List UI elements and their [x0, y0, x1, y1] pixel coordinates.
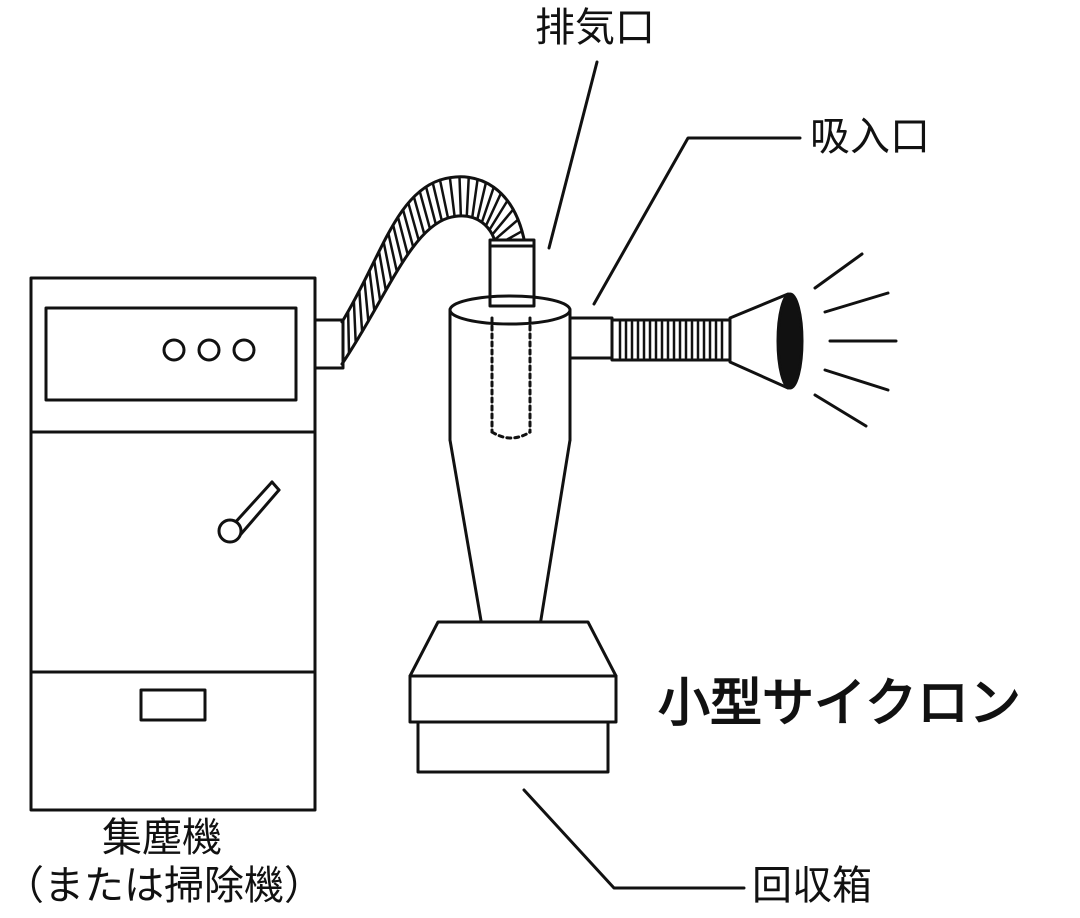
hose-rib [352, 300, 357, 344]
hose-rib [488, 199, 509, 232]
hose-rib [448, 176, 456, 218]
hose-rib [471, 178, 479, 219]
hose-rib [465, 176, 470, 218]
hose-rib [418, 190, 432, 230]
hose-rib [368, 269, 376, 312]
hose-rib [377, 250, 388, 292]
hose-rib [491, 208, 515, 236]
indicator-light-3 [232, 338, 256, 362]
hose-rib [438, 178, 450, 220]
label-dust-collector-alt: （または掃除機） [4, 863, 324, 909]
leader-exhaust [547, 60, 599, 250]
collector-outlet [313, 318, 345, 370]
hose-rib [431, 181, 444, 222]
dust-collector [29, 276, 345, 812]
hose-rib [346, 310, 351, 355]
door-handle-icon [217, 480, 281, 544]
leader-lines [522, 60, 802, 890]
hose-rib [363, 279, 370, 323]
leader-intake [592, 136, 802, 306]
label-intake-port: 吸入口 [810, 114, 930, 160]
label-cyclone-title: 小型サイクロン [658, 674, 1021, 734]
hose-rib [401, 208, 415, 249]
hose-rib [391, 223, 404, 265]
hose-rib [387, 232, 399, 273]
label-dust-collector: 集塵機 [102, 815, 222, 861]
intake-nozzle-icon [728, 292, 804, 390]
collector-body [29, 276, 317, 812]
label-collection-box: 回収箱 [752, 863, 872, 909]
drawer-handle [139, 688, 207, 722]
vortex-finder [490, 316, 532, 440]
cyclone [448, 238, 572, 648]
label-exhaust-port: 排気口 [535, 5, 655, 51]
indicator-light-2 [197, 338, 221, 362]
control-panel [44, 306, 298, 402]
hose-rib [407, 201, 420, 242]
hose-rib [424, 185, 438, 226]
collection-box [408, 620, 618, 774]
hose-rib [458, 175, 463, 218]
hose-rib [493, 218, 520, 242]
intake-stub [568, 316, 614, 360]
hose-rib [396, 215, 409, 256]
hose-rib [480, 186, 495, 224]
hose-rib [412, 195, 426, 236]
hose-rib [484, 192, 503, 227]
hose-rib [358, 289, 364, 334]
corrugated-hose-icon [340, 175, 527, 366]
intake-assembly [568, 252, 898, 428]
indicator-light-1 [162, 338, 186, 362]
hose-rib [476, 181, 488, 221]
hose-rib [382, 240, 393, 282]
hose-rib [373, 259, 382, 302]
suction-lines [813, 252, 898, 428]
intake-hose [610, 318, 732, 362]
leader-box [522, 788, 746, 890]
